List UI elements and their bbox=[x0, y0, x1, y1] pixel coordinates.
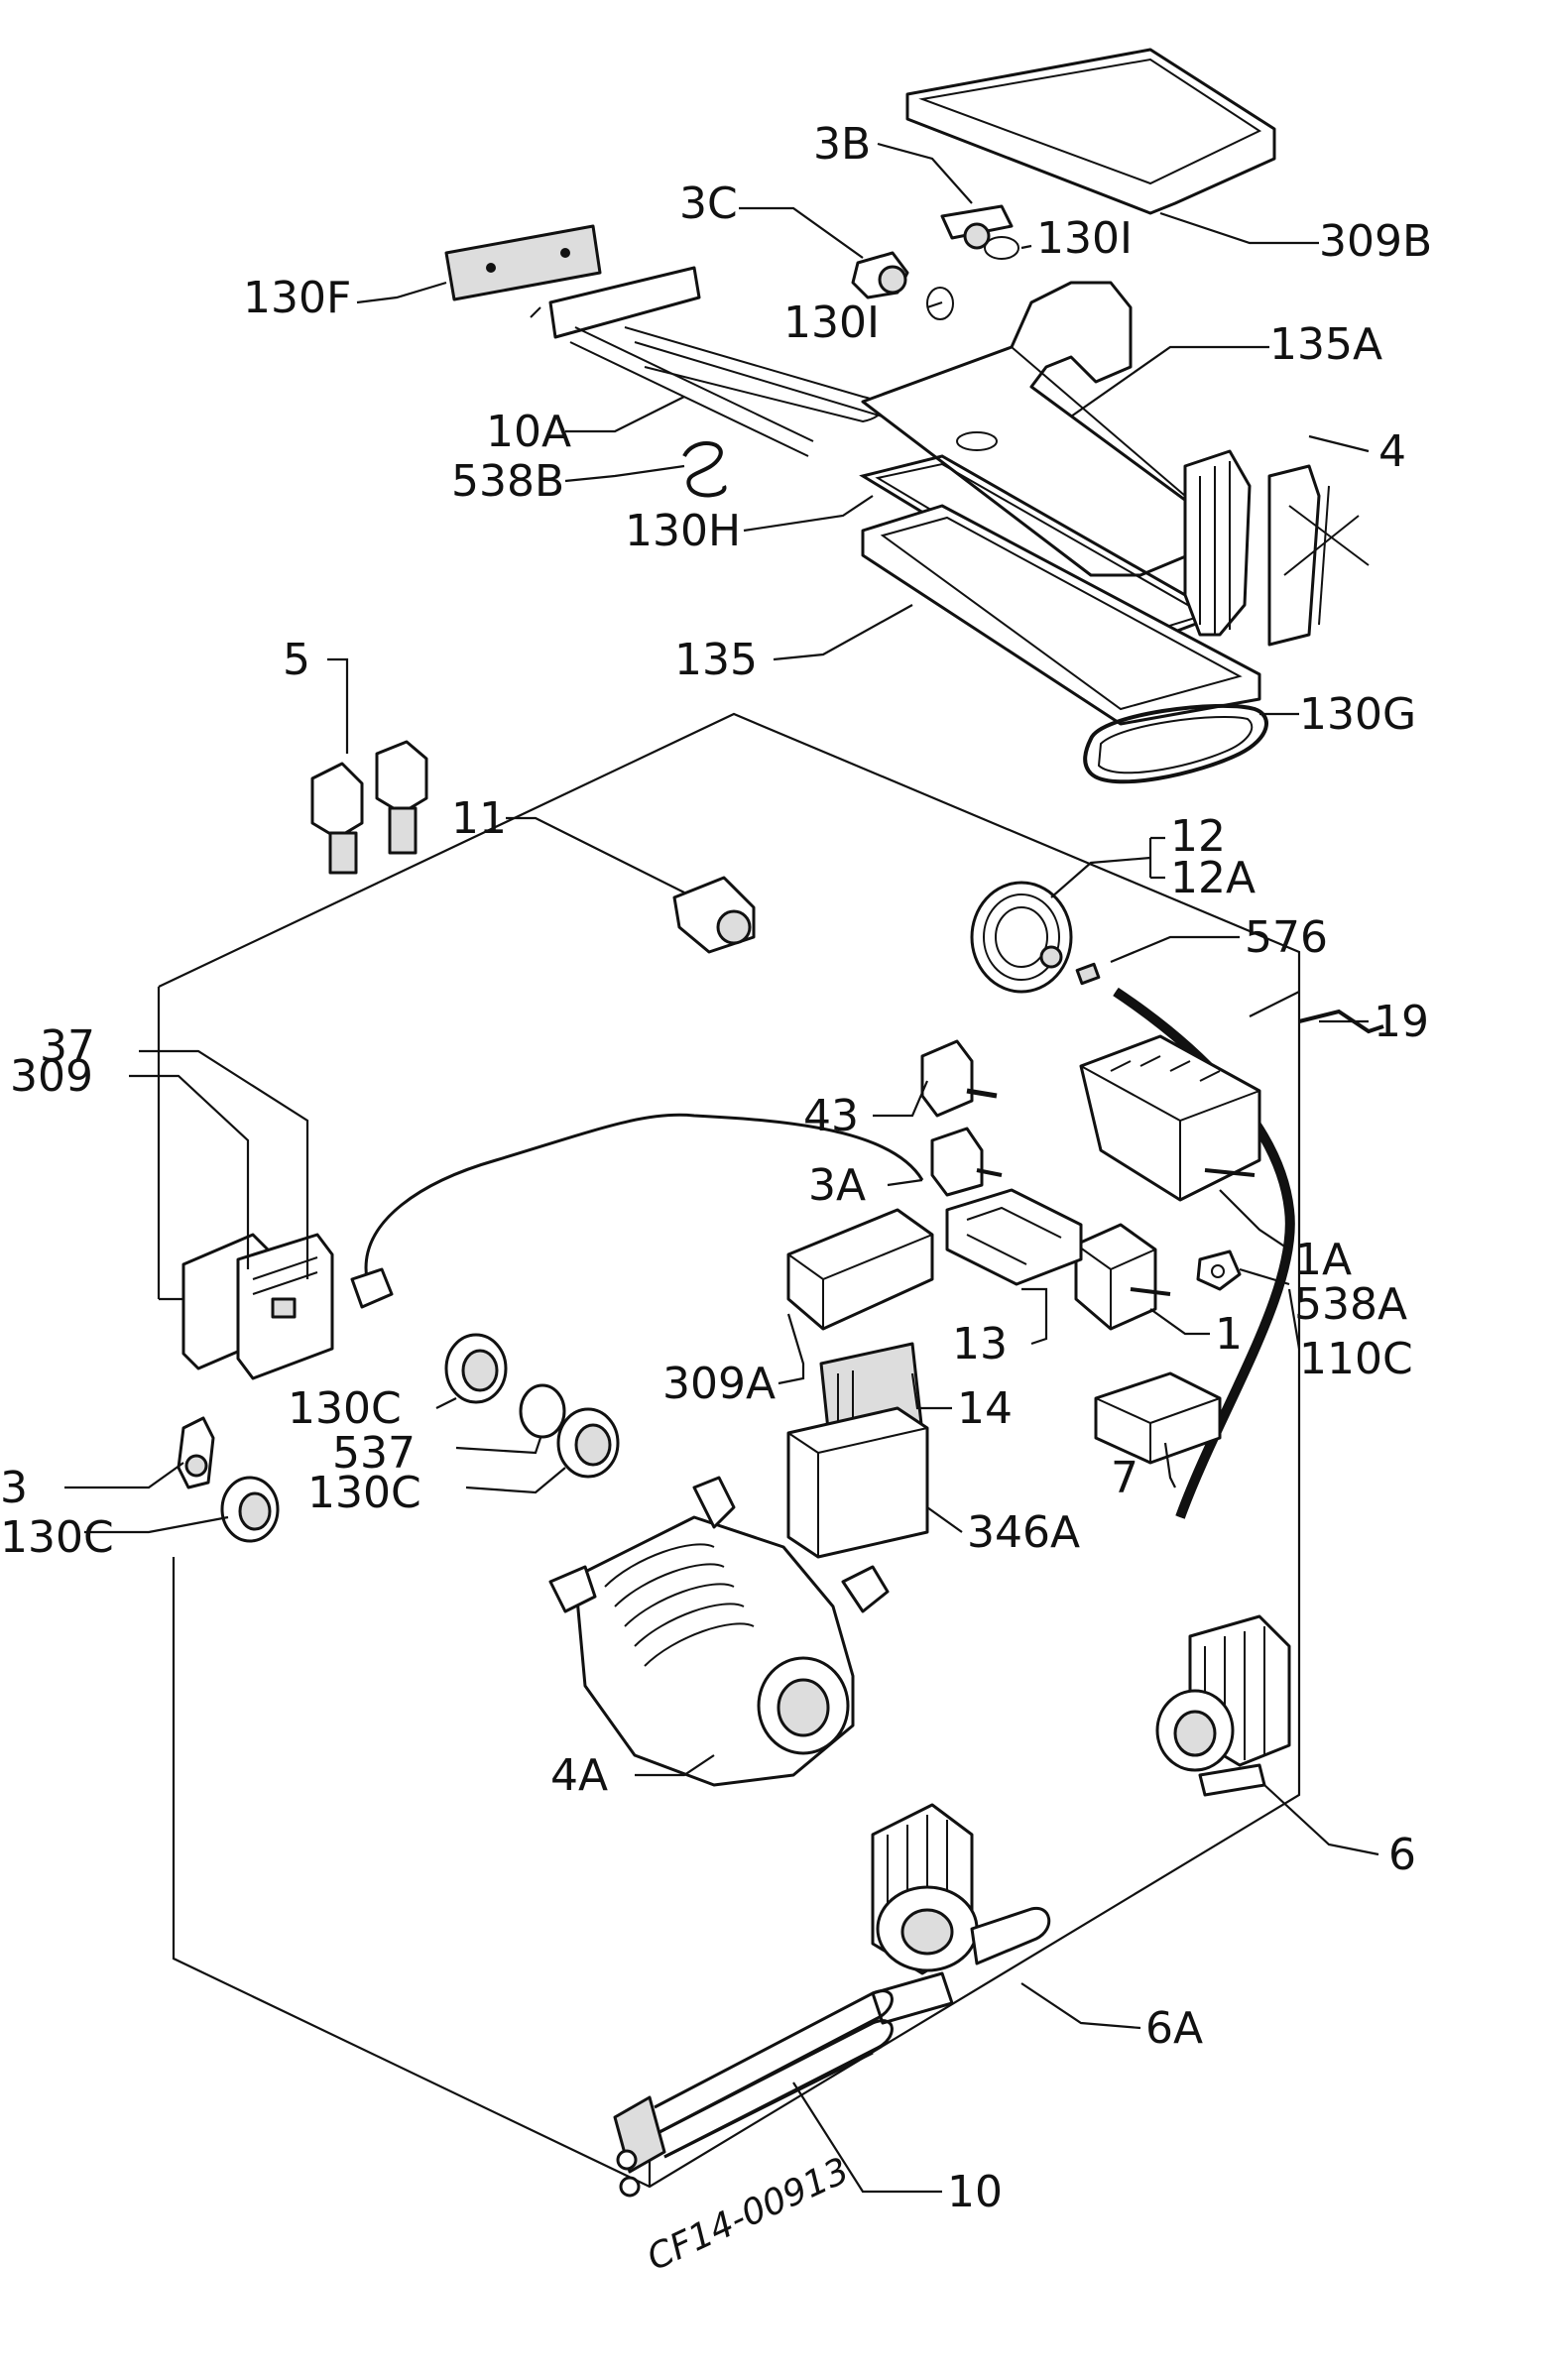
label-135a: 135A bbox=[1269, 319, 1382, 370]
label-130i-lower: 130I bbox=[783, 298, 880, 348]
switch-43 bbox=[920, 1039, 998, 1118]
grommet-130c-c bbox=[220, 1476, 280, 1543]
clip-538b bbox=[682, 441, 727, 498]
label-10: 10 bbox=[947, 2167, 1003, 2217]
label-576: 576 bbox=[1245, 912, 1328, 963]
dryer-heater-10a bbox=[530, 266, 884, 457]
disc-537 bbox=[519, 1383, 566, 1439]
label-5: 5 bbox=[283, 635, 310, 685]
thermostat-3 bbox=[177, 1416, 215, 1489]
seal-130i-upper bbox=[984, 236, 1019, 260]
thermostat-3c bbox=[851, 251, 909, 299]
label-309a: 309A bbox=[662, 1359, 776, 1409]
connector-576 bbox=[1075, 962, 1101, 986]
label-538a: 538A bbox=[1294, 1279, 1407, 1330]
label-538b: 538B bbox=[451, 456, 564, 507]
label-110c: 110C bbox=[1299, 1334, 1413, 1384]
wash-heater-10 bbox=[613, 1989, 894, 2198]
thermostat-3b bbox=[940, 204, 1014, 250]
label-130c-b: 130C bbox=[307, 1468, 421, 1518]
label-11: 11 bbox=[451, 793, 507, 844]
label-346a: 346A bbox=[967, 1507, 1080, 1558]
label-3: 3 bbox=[0, 1463, 28, 1513]
switch-3a bbox=[930, 1127, 1003, 1197]
housing-346a bbox=[786, 1406, 929, 1559]
belt-130g bbox=[1083, 703, 1268, 784]
label-12a: 12A bbox=[1170, 853, 1256, 903]
label-135: 135 bbox=[674, 635, 758, 685]
board-37-309 bbox=[181, 1233, 334, 1380]
label-130h: 130H bbox=[625, 506, 741, 556]
drawing-code: CF14-00913 bbox=[641, 2150, 855, 2279]
drum-motor-4a bbox=[548, 1476, 890, 1787]
duct-base-135 bbox=[861, 504, 1261, 726]
label-10a: 10A bbox=[486, 407, 571, 457]
label-309b: 309B bbox=[1319, 216, 1432, 267]
label-130f: 130F bbox=[243, 273, 351, 323]
label-37: 37 bbox=[40, 1021, 95, 1072]
label-6: 6 bbox=[1388, 1830, 1416, 1880]
label-12: 12 bbox=[1170, 811, 1226, 862]
label-537: 537 bbox=[332, 1428, 416, 1479]
capillary-tube bbox=[350, 1113, 924, 1309]
leader-lines bbox=[64, 142, 1379, 2194]
label-6a: 6A bbox=[1145, 2003, 1203, 2054]
cover-309a bbox=[786, 1208, 934, 1331]
part-labels: 309B 3B 3C 130I 130I 130F 135A 10A 538B … bbox=[0, 119, 1432, 2279]
timer-1a bbox=[1079, 1034, 1261, 1202]
insulation-130f bbox=[444, 224, 602, 301]
label-1a: 1A bbox=[1294, 1235, 1352, 1285]
label-4a: 4A bbox=[550, 1750, 608, 1801]
label-3b: 3B bbox=[813, 119, 871, 170]
pressure-switch-12 bbox=[970, 881, 1073, 994]
label-13: 13 bbox=[952, 1319, 1008, 1369]
door-lock-7 bbox=[1094, 1371, 1222, 1465]
label-3c: 3C bbox=[679, 178, 738, 229]
label-130c-c: 130C bbox=[0, 1512, 114, 1563]
hose-110c bbox=[1113, 987, 1295, 1519]
grommet-130c-b bbox=[556, 1407, 620, 1479]
label-4: 4 bbox=[1378, 426, 1406, 477]
grommet-130c-a bbox=[444, 1333, 508, 1404]
switch-block-13 bbox=[945, 1188, 1083, 1286]
fan-motor-4 bbox=[1183, 449, 1370, 647]
selector-1 bbox=[1074, 1223, 1171, 1331]
label-14: 14 bbox=[957, 1383, 1013, 1434]
label-130c-a: 130C bbox=[288, 1383, 402, 1434]
air-duct-135a bbox=[861, 281, 1222, 577]
pump-6 bbox=[1155, 1614, 1291, 1797]
clip-538a bbox=[1196, 1250, 1242, 1291]
label-19: 19 bbox=[1374, 997, 1429, 1047]
label-1: 1 bbox=[1215, 1309, 1243, 1360]
label-309: 309 bbox=[10, 1051, 93, 1102]
suppressor-11 bbox=[672, 876, 756, 954]
label-130g: 130G bbox=[1299, 689, 1416, 740]
pump-6a bbox=[871, 1803, 1051, 2025]
seal-130i-lower bbox=[926, 287, 954, 320]
label-3a: 3A bbox=[808, 1160, 866, 1211]
water-valve-5 bbox=[310, 740, 428, 875]
label-130i-upper: 130I bbox=[1036, 213, 1133, 264]
lid-309b bbox=[905, 48, 1276, 215]
label-7: 7 bbox=[1111, 1453, 1138, 1503]
label-43: 43 bbox=[803, 1091, 859, 1141]
